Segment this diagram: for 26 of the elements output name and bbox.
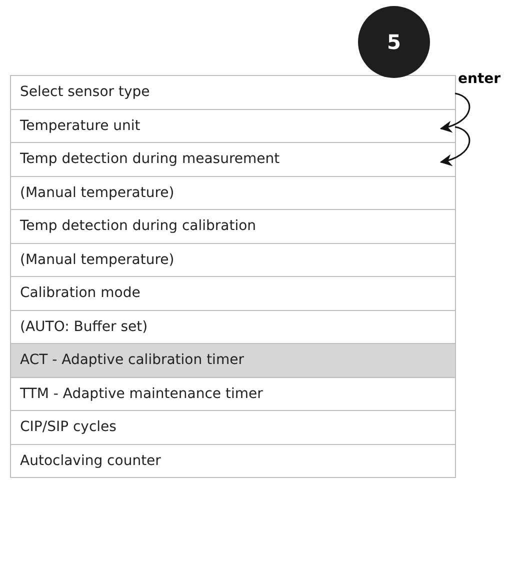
menu-item-text: CIP/SIP cycles [19, 419, 116, 436]
menu-row [10, 376, 456, 411]
menu-item-text: ACT - Adaptive calibration timer [19, 352, 244, 368]
menu-item-text: (AUTO: Buffer set) [19, 318, 148, 335]
menu-row [10, 142, 456, 176]
menu-item-text: TTM - Adaptive maintenance timer [19, 386, 263, 402]
menu-row [10, 444, 456, 478]
menu-item-text: Calibration mode [19, 285, 140, 302]
menu-row [10, 242, 456, 277]
menu-row [10, 176, 456, 210]
menu-item-text: (Manual temperature) [19, 252, 174, 268]
menu-item-text: Temp detection during calibration [19, 218, 256, 234]
step-number-circle: 5 [358, 6, 430, 78]
menu-row [10, 410, 456, 444]
curved-arrow [440, 92, 470, 132]
curved-arrow [440, 126, 470, 166]
menu-item-text: Autoclaving counter [19, 452, 161, 469]
menu-item-text: Select sensor type [19, 84, 150, 100]
menu-row [10, 108, 456, 143]
menu-row [10, 75, 456, 110]
menu-row [10, 276, 456, 310]
menu-row [10, 343, 456, 378]
menu-item-text: Temperature unit [19, 118, 140, 134]
menu-row [10, 209, 456, 244]
menu-item-text: Temp detection during measurement [19, 151, 280, 168]
menu-item-text: (Manual temperature) [19, 184, 174, 201]
